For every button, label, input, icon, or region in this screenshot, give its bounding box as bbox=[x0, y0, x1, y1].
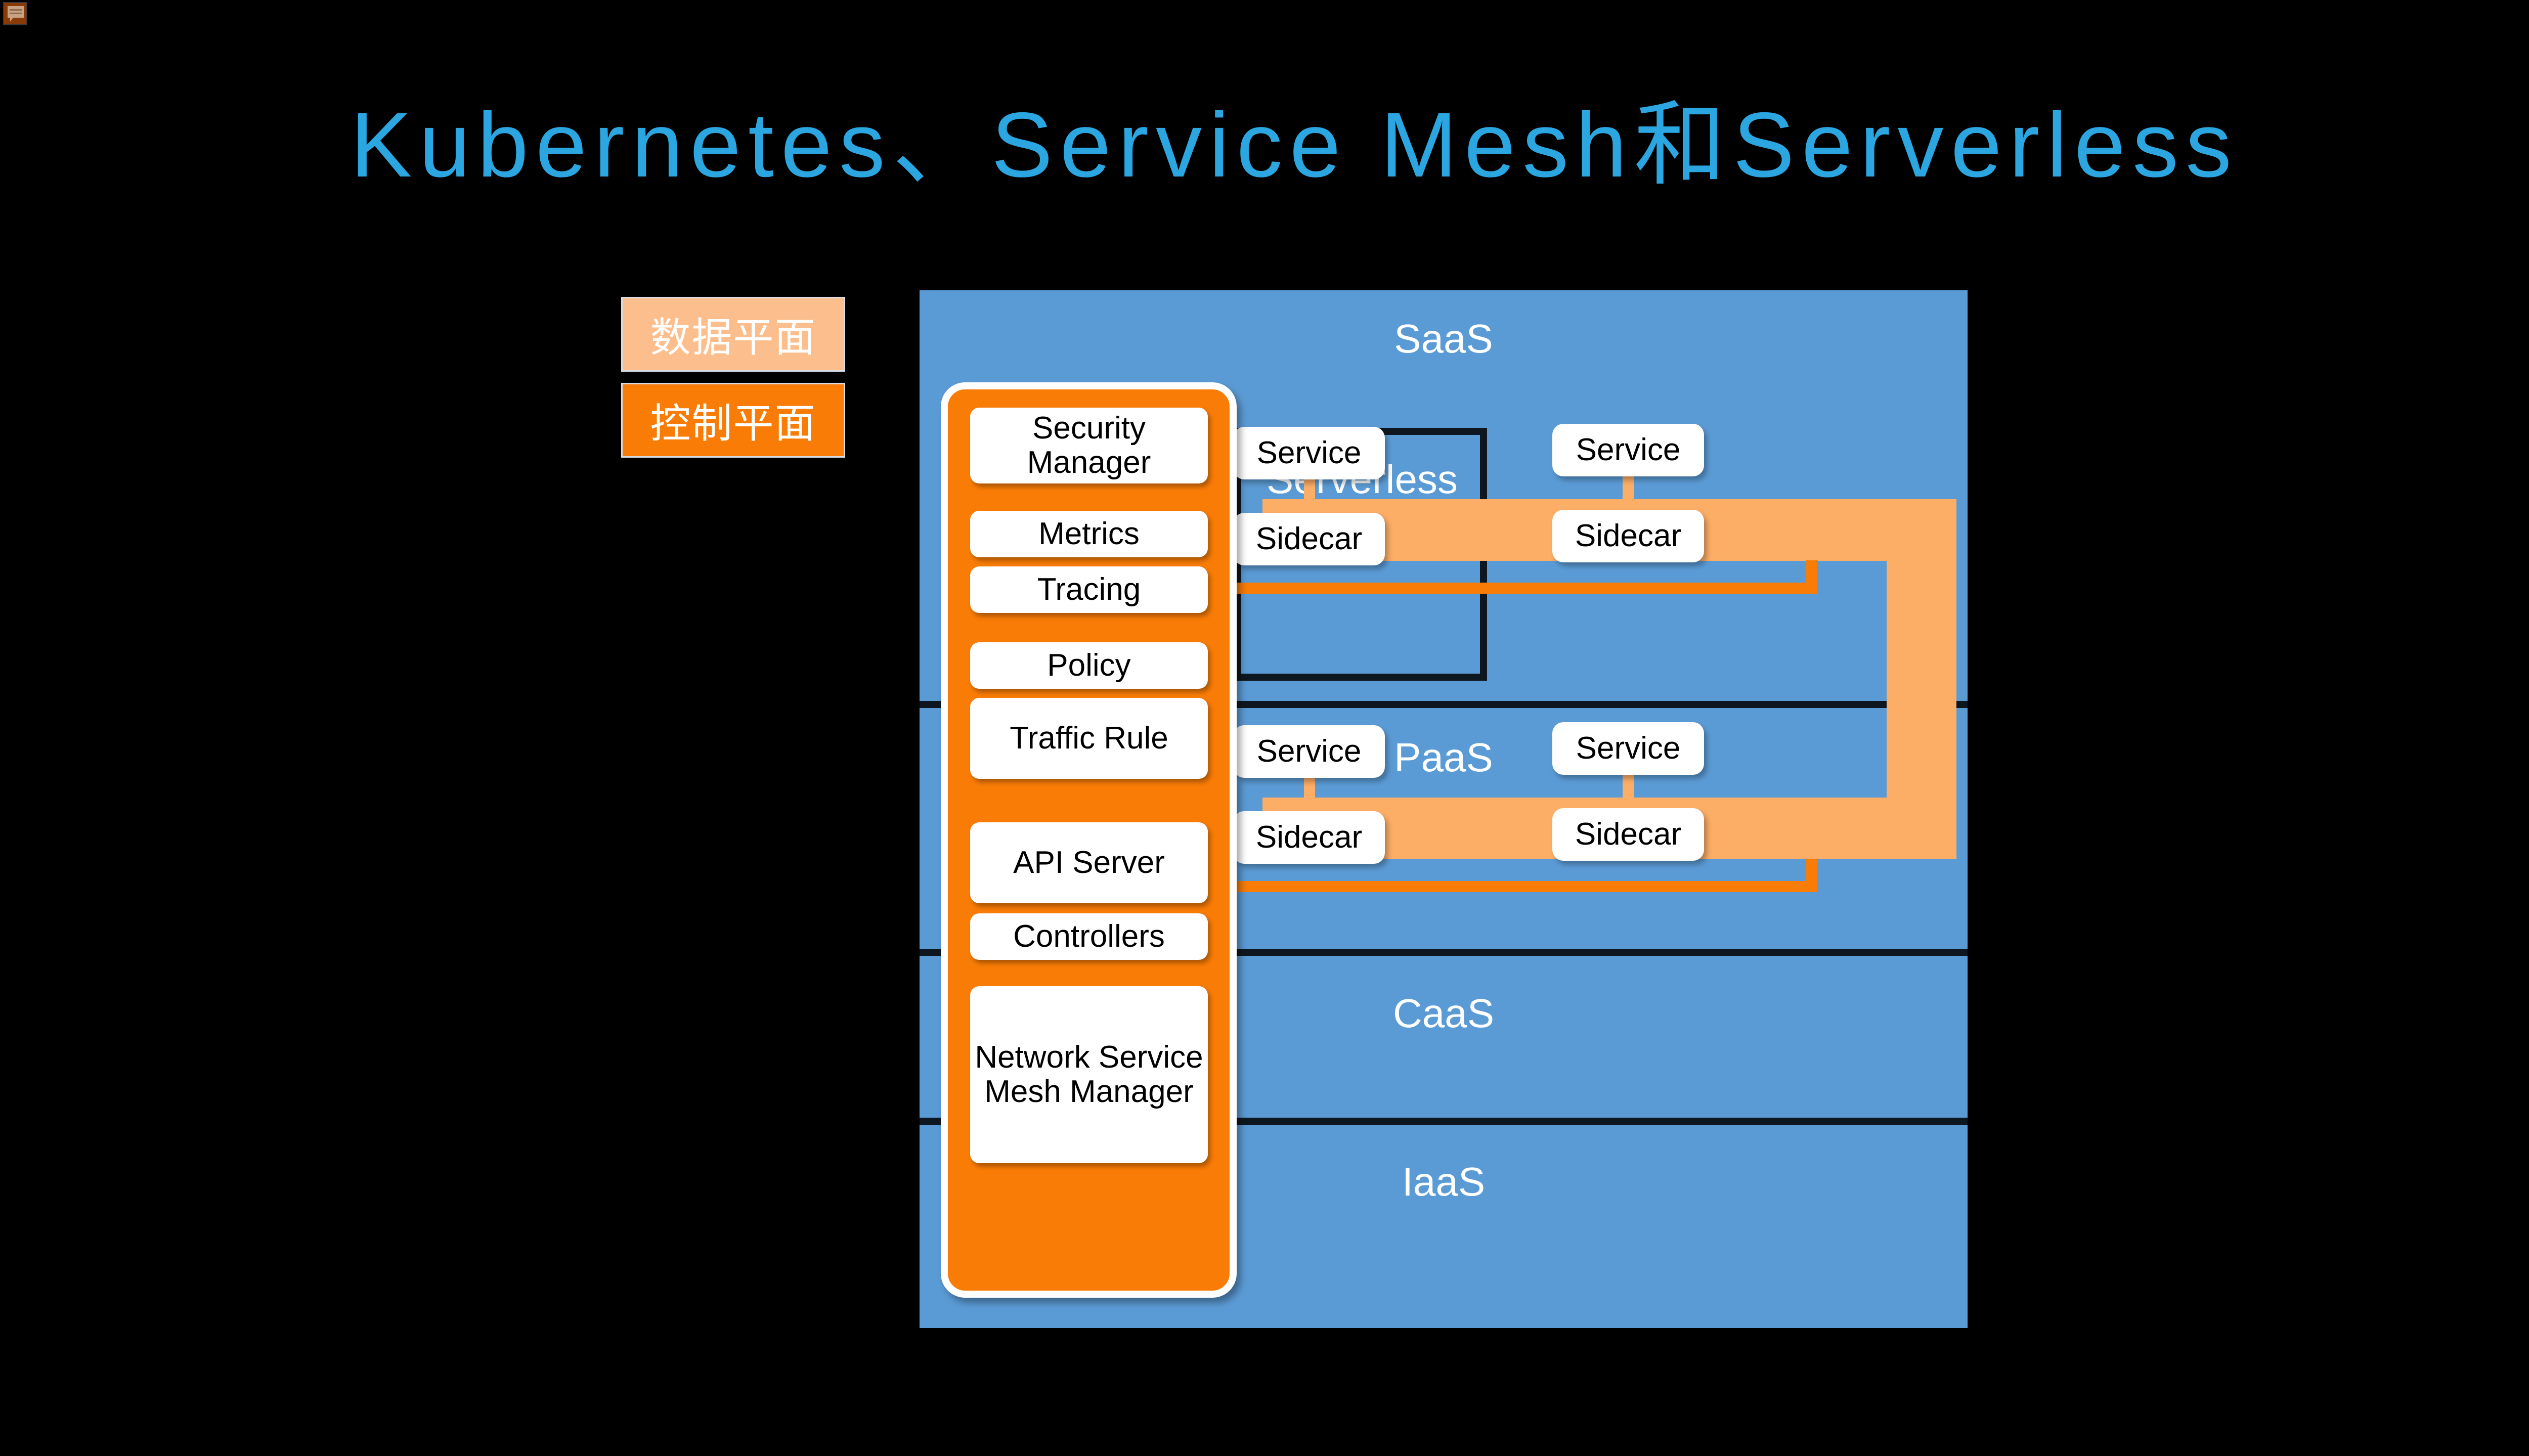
wire-paas-bus bbox=[1203, 881, 1817, 892]
bubble-line-1 bbox=[10, 9, 22, 11]
bubble-line-2 bbox=[10, 13, 22, 14]
slide-title: Kubernetes、Service Mesh和Serverless bbox=[350, 93, 2239, 196]
legend-data-plane: 数据平面 bbox=[621, 297, 845, 372]
stalk-serverless-right bbox=[1623, 475, 1634, 518]
layer-label-iaas: IaaS bbox=[1402, 1159, 1486, 1204]
control-item-security-manager[interactable]: Security Manager bbox=[970, 408, 1208, 483]
paas-service-left[interactable]: Service bbox=[1233, 725, 1385, 778]
stalk-serverless-left bbox=[1304, 478, 1315, 518]
paas-service-right[interactable]: Service bbox=[1552, 722, 1704, 775]
comment-bubble-icon[interactable] bbox=[3, 2, 27, 25]
legend-control-plane: 控制平面 bbox=[621, 383, 845, 458]
wire-serverless-drop bbox=[1806, 560, 1817, 594]
paas-sidecar-right[interactable]: Sidecar bbox=[1552, 808, 1704, 861]
control-item-metrics[interactable]: Metrics bbox=[970, 511, 1208, 557]
serverless-sidecar-left[interactable]: Sidecar bbox=[1233, 513, 1385, 565]
control-item-network-service-mesh-manager[interactable]: Network Service Mesh Manager bbox=[970, 986, 1208, 1163]
wire-serverless-bus bbox=[1203, 583, 1817, 594]
layer-label-saas: SaaS bbox=[1394, 316, 1493, 361]
control-item-api-server[interactable]: API Server bbox=[970, 822, 1208, 903]
stalk-paas-left bbox=[1304, 777, 1315, 816]
paas-sidecar-left[interactable]: Sidecar bbox=[1233, 811, 1385, 864]
legend-control-plane-label: 控制平面 bbox=[650, 401, 816, 446]
control-item-controllers[interactable]: Controllers bbox=[970, 913, 1208, 960]
bubble-shape bbox=[8, 6, 24, 22]
stalk-paas-right bbox=[1623, 774, 1634, 816]
serverless-service-left[interactable]: Service bbox=[1233, 427, 1385, 479]
layer-label-caas: CaaS bbox=[1392, 991, 1495, 1036]
control-item-traffic-rule[interactable]: Traffic Rule bbox=[970, 698, 1208, 779]
legend-data-plane-label: 数据平面 bbox=[650, 315, 816, 360]
serverless-service-right[interactable]: Service bbox=[1552, 424, 1704, 476]
wire-paas-drop bbox=[1806, 859, 1817, 892]
layer-label-paas: PaaS bbox=[1394, 735, 1493, 780]
control-plane-panel: Security Manager Metrics Tracing Policy … bbox=[941, 382, 1237, 1298]
serverless-sidecar-right[interactable]: Sidecar bbox=[1552, 510, 1704, 562]
control-item-tracing[interactable]: Tracing bbox=[970, 566, 1208, 613]
control-item-policy[interactable]: Policy bbox=[970, 642, 1208, 689]
